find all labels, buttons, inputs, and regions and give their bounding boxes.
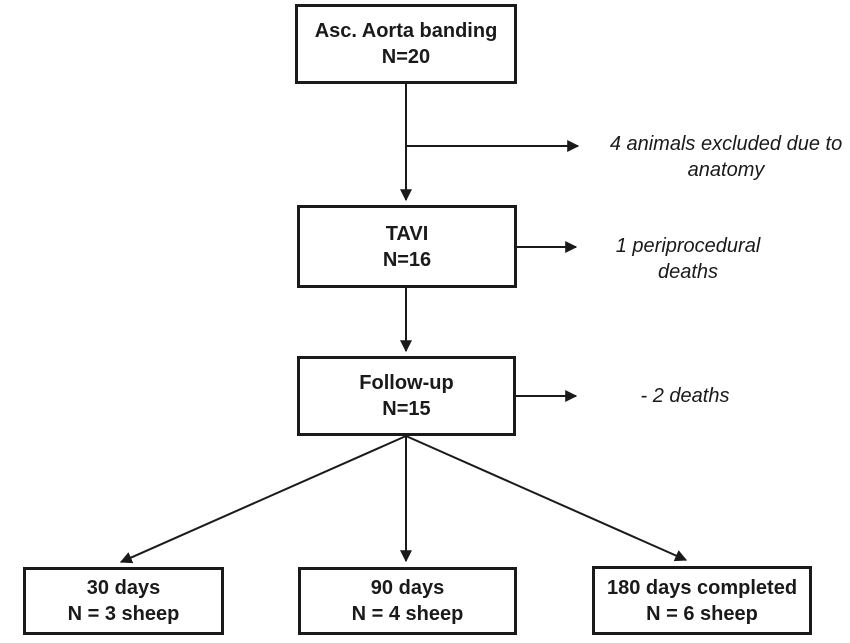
node-30-days-label: 30 days N = 3 sheep xyxy=(67,577,180,625)
node-asc-aorta-banding: Asc. Aorta banding N=20 xyxy=(295,4,517,84)
arrow-followup-to-180-days xyxy=(405,435,688,562)
node-asc-aorta-banding-label: Asc. Aorta banding N=20 xyxy=(314,20,498,68)
node-tavi-label: TAVI N=16 xyxy=(382,222,432,271)
node-follow-up: Follow-up N=15 xyxy=(297,356,516,436)
node-30-days: 30 days N = 3 sheep xyxy=(23,567,224,635)
node-180-days: 180 days completed N = 6 sheep xyxy=(592,566,812,635)
arrow-followup-to-30-days xyxy=(119,435,407,564)
node-180-days-label: 180 days completed N = 6 sheep xyxy=(606,576,798,625)
node-90-days-label: 90 days N = 4 sheep xyxy=(351,577,464,625)
node-90-days: 90 days N = 4 sheep xyxy=(298,567,517,635)
annotation-periprocedural-deaths: 1 periprocedural deaths xyxy=(615,235,761,283)
annotation-excluded: 4 animals excluded due to anatomy xyxy=(609,133,843,181)
annotation-deaths: - 2 deaths xyxy=(640,385,730,407)
node-follow-up-label: Follow-up N=15 xyxy=(359,372,454,420)
node-tavi: TAVI N=16 xyxy=(297,205,517,288)
